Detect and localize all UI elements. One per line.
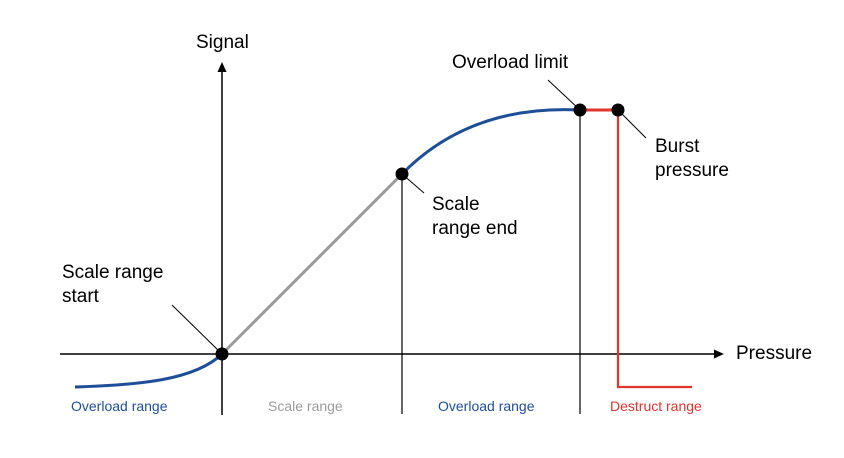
scale-range-start-label: Scale range start: [62, 262, 164, 307]
range-label-destruct: Destruct range: [610, 398, 702, 414]
scale-range-end-point: [395, 167, 409, 181]
burst-pressure-label: Burst pressure: [655, 136, 729, 181]
scale-range-end-label: Scale range end: [432, 194, 518, 239]
signal-axis-label: Signal: [196, 32, 249, 53]
overload-limit-point: [573, 103, 587, 117]
leader-burst: [617, 109, 647, 139]
burst-pressure-point: [611, 103, 625, 117]
signal-axis-arrow-icon: [217, 62, 227, 72]
pressure-axis-arrow-icon: [714, 349, 724, 359]
leader-scale-start: [171, 304, 223, 355]
leader-overload-limit: [547, 79, 581, 111]
destruct-line-drop: [616, 110, 692, 389]
overload-curve-low: [74, 352, 224, 389]
overload-limit-label: Overload limit: [452, 52, 569, 73]
pressure-axis-label: Pressure: [736, 343, 813, 364]
scale-range-line: [220, 172, 404, 356]
range-label-overload-low: Overload range: [71, 398, 168, 414]
scale-range-start-point: [215, 347, 229, 361]
range-label-scale: Scale range: [268, 398, 343, 414]
overload-curve-high: [400, 108, 581, 176]
range-label-overload-high: Overload range: [438, 398, 535, 414]
